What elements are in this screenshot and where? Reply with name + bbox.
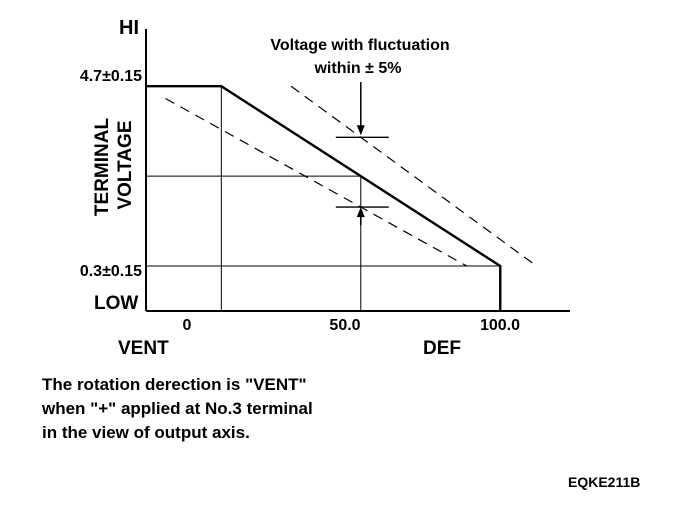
- x-tick-label-0: 0: [183, 317, 192, 334]
- y-tick-label-lower: 0.3±0.15: [80, 263, 142, 280]
- x-tick-label-50: 50.0: [329, 317, 360, 334]
- note-line-3: in the view of output axis.: [42, 423, 250, 442]
- series-line-lower: [165, 97, 468, 267]
- note-line-1: The rotation derection is "VENT": [42, 375, 307, 394]
- annotation-line2: within ± 5%: [313, 60, 401, 77]
- x-tick-label-100: 100.0: [480, 317, 520, 334]
- arrow-bottom-head: [356, 207, 365, 218]
- chart-labels: HI LOW 4.7±0.15 0.3±0.15 0 50.0 100.0 VE…: [80, 17, 520, 359]
- arrow-top-head: [356, 125, 365, 136]
- y-axis-title-line2: VOLTAGE: [115, 120, 136, 209]
- y-tick-label-upper: 4.7±0.15: [80, 68, 142, 85]
- note-line-2: when "+" applied at No.3 terminal: [42, 399, 313, 418]
- reference-lines: [146, 85, 501, 311]
- y-bottom-label: LOW: [94, 293, 138, 314]
- fluctuation-arrows: [335, 82, 389, 226]
- series-lines: [146, 85, 537, 311]
- figure-code: EQKE211B: [568, 474, 641, 490]
- x-end-label-def: DEF: [423, 338, 461, 359]
- y-top-label: HI: [119, 17, 139, 39]
- y-axis-title-line1: TERMINAL: [92, 118, 113, 217]
- x-end-label-vent: VENT: [118, 338, 169, 359]
- annotation-line1: Voltage with fluctuation: [270, 37, 449, 54]
- chart-axes: [145, 29, 570, 312]
- series-line-nominal: [146, 85, 502, 311]
